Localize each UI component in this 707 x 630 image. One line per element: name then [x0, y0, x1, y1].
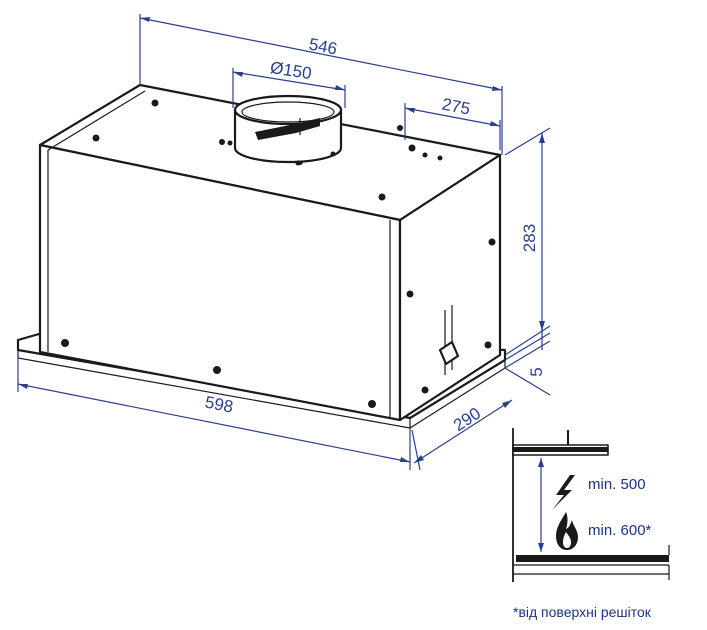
clearance-gas-label: min. 600* [588, 522, 652, 539]
screw [213, 366, 221, 374]
dim-label-598: 598 [203, 393, 234, 417]
screw [437, 155, 443, 161]
screw [422, 152, 428, 158]
footnote: *від поверхні решіток [513, 604, 652, 620]
dim-label-290: 290 [450, 404, 484, 435]
screw [378, 193, 386, 201]
screw [408, 144, 416, 152]
duct-collar [227, 94, 343, 166]
dim-panel-thickness: 5 [504, 326, 551, 377]
dim-label-5: 5 [527, 367, 546, 376]
screw [151, 99, 159, 107]
screw [397, 125, 403, 131]
screw [368, 400, 376, 408]
dim-label-283: 283 [520, 224, 539, 252]
flame-icon [556, 512, 578, 550]
screw [61, 339, 69, 347]
dim-duct-offset: 275 [404, 95, 501, 150]
control-slider [438, 305, 460, 375]
clearance-diagram: min. 500 min. 600* [512, 428, 670, 582]
side-face [398, 153, 502, 422]
dim-label-546: 546 [307, 35, 338, 59]
screw [406, 290, 414, 298]
screw [219, 139, 225, 145]
screw [484, 341, 492, 349]
screw [488, 238, 496, 246]
screw [92, 134, 100, 142]
screw [421, 386, 429, 394]
dim-height: 283 [504, 127, 551, 356]
dim-width-front: 598 [17, 352, 411, 470]
clearance-electric-label: min. 500 [588, 476, 646, 493]
lightning-icon [552, 475, 575, 510]
